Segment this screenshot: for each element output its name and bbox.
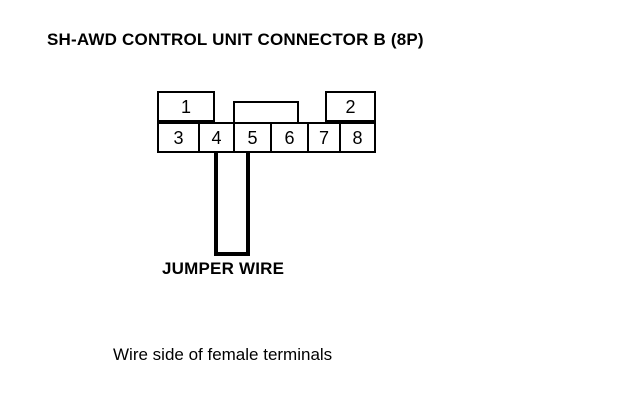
- diagram-caption: Wire side of female terminals: [113, 345, 333, 364]
- jumper-wire-label: JUMPER WIRE: [162, 259, 285, 278]
- terminal-cell-5: 5: [233, 122, 270, 153]
- jumper-wire-graphic: [214, 152, 250, 256]
- terminal-label-1: 1: [180, 96, 191, 117]
- terminal-label-4: 4: [211, 127, 222, 148]
- terminal-label-7: 7: [318, 127, 329, 148]
- terminal-label-8: 8: [352, 127, 363, 148]
- terminal-label-2: 2: [345, 96, 356, 117]
- terminal-cell-8: 8: [339, 122, 376, 153]
- page-title: SH-AWD CONTROL UNIT CONNECTOR B (8P): [47, 30, 424, 49]
- terminal-cell-3: 3: [157, 122, 198, 153]
- terminal-cell-2: 2: [325, 91, 376, 122]
- connector-bottom-row: 3 4 5 6 7 8: [157, 122, 376, 153]
- terminal-label-6: 6: [284, 127, 295, 148]
- terminal-cell-1: 1: [157, 91, 215, 122]
- connector-keying-notch: [233, 101, 299, 122]
- terminal-cell-4: 4: [198, 122, 233, 153]
- connector-diagram: 1 2 3 4 5 6 7 8: [157, 91, 376, 153]
- terminal-cell-7: 7: [307, 122, 339, 153]
- terminal-label-3: 3: [173, 127, 184, 148]
- terminal-cell-6: 6: [270, 122, 307, 153]
- terminal-label-5: 5: [247, 127, 258, 148]
